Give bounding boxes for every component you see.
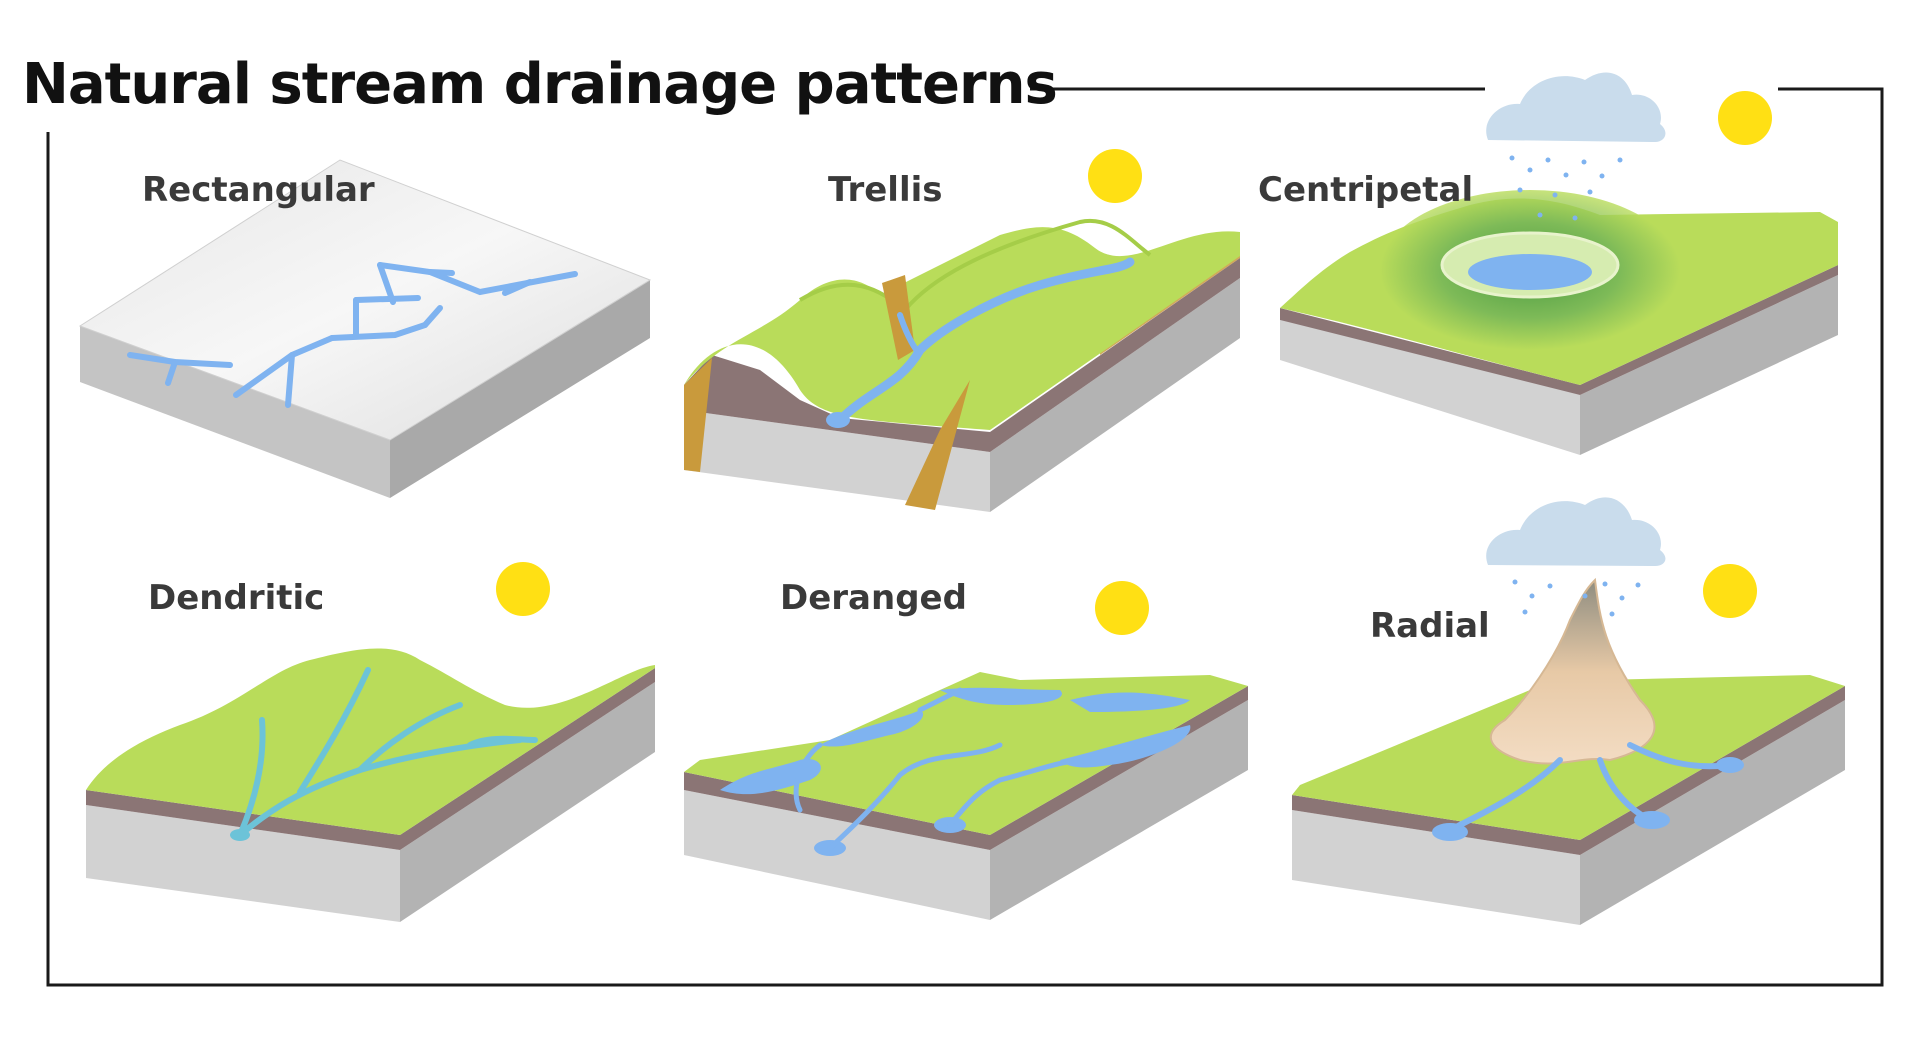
label-trellis: Trellis: [828, 170, 943, 210]
cloud-icon: [1486, 497, 1666, 617]
block-radial: [1292, 577, 1845, 925]
frame: [46, 87, 1884, 987]
label-dendritic: Dendritic: [148, 578, 325, 618]
sun-icon: [496, 562, 550, 616]
sun-icons: [496, 91, 1772, 635]
block-rectangular: [78, 159, 652, 498]
label-deranged: Deranged: [780, 578, 967, 618]
deranged-waters: [720, 687, 1191, 856]
rectangular-streams: [127, 262, 578, 408]
sun-icon: [1703, 564, 1757, 618]
label-radial: Radial: [1370, 606, 1490, 646]
block-dendritic: [86, 648, 655, 922]
block-trellis: [684, 218, 1240, 512]
block-centripetal: [1280, 190, 1838, 455]
block-deranged: [684, 672, 1248, 920]
sun-icon: [1718, 91, 1772, 145]
label-rectangular: Rectangular: [142, 170, 375, 210]
cloud-icon: [1486, 72, 1666, 221]
sun-icon: [1095, 581, 1149, 635]
label-centripetal: Centripetal: [1258, 170, 1474, 210]
page-title: Natural stream drainage patterns: [22, 52, 1058, 117]
sun-icon: [1088, 149, 1142, 203]
